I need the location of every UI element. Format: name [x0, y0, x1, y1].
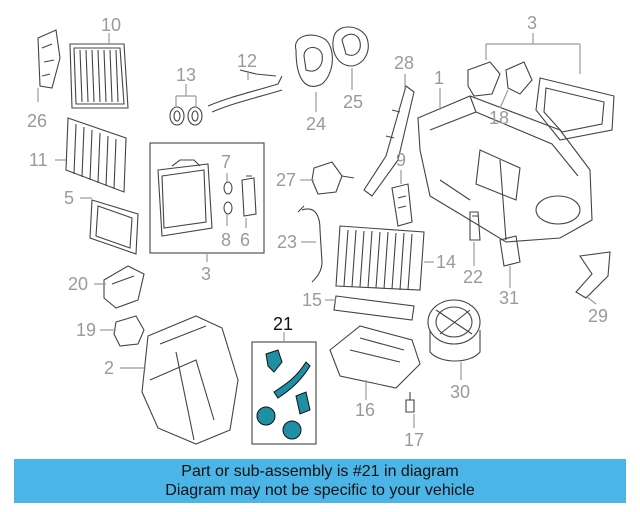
- callout-31: 31: [499, 288, 519, 308]
- callout-2: 2: [104, 358, 114, 378]
- callout-leaders: [37, 33, 597, 428]
- callout-24: 24: [306, 114, 326, 134]
- callout-8: 8: [221, 230, 231, 250]
- callout-23: 23: [277, 232, 297, 252]
- part-10-drawing: [69, 43, 129, 109]
- part-21-gear-b: [282, 420, 302, 440]
- part-12-drawing: [207, 69, 283, 113]
- callout-19: 19: [76, 320, 96, 340]
- callout-22: 22: [463, 267, 483, 287]
- part-21-clip-a: [265, 349, 283, 373]
- part-19-drawing: [113, 315, 145, 347]
- part-21-drawing: [256, 349, 311, 440]
- callout-11: 11: [29, 150, 48, 170]
- callout-1: 1: [434, 68, 444, 88]
- callout-25: 25: [343, 92, 363, 112]
- info-banner: Part or sub-assembly is #21 in diagram D…: [14, 459, 626, 503]
- callout-15: 15: [302, 290, 322, 310]
- part-26-drawing: [37, 29, 61, 89]
- part-21-lever: [273, 361, 311, 399]
- callout-16: 16: [355, 400, 375, 420]
- part-5-drawing: [89, 199, 139, 255]
- part-drawings: [37, 26, 615, 445]
- banner-line-1: Part or sub-assembly is #21 in diagram: [181, 463, 459, 480]
- part-21-gear-a: [256, 406, 276, 426]
- callout-3: 3: [527, 13, 537, 33]
- callout-12: 12: [237, 51, 257, 71]
- part-28-drawing: [363, 85, 415, 197]
- callout-14: 14: [436, 252, 456, 272]
- part-27-drawing: [311, 161, 355, 195]
- part-24-drawing: [295, 34, 333, 87]
- part-16-drawing: [329, 325, 421, 389]
- part-7-drawing: [223, 181, 233, 195]
- part-23-drawing: [297, 205, 323, 283]
- callout-29: 29: [588, 306, 608, 326]
- banner-line-2: Diagram may not be specific to your vehi…: [165, 482, 475, 499]
- callout-27: 27: [276, 170, 296, 190]
- part-8-drawing: [223, 201, 233, 215]
- part-13-drawing: [169, 106, 203, 126]
- part-9-drawing: [391, 183, 413, 227]
- part-17-drawing: [405, 392, 415, 413]
- callout-9: 9: [396, 150, 406, 170]
- part-30-drawing: [427, 299, 481, 362]
- callout-13: 13: [176, 65, 196, 85]
- callout-4: 3: [201, 264, 211, 284]
- part-6-drawing: [241, 175, 257, 217]
- part-14-drawing: [335, 225, 425, 291]
- callout-28: 28: [394, 53, 414, 73]
- callout-7: 7: [221, 152, 231, 172]
- parts-diagram: 10 26 11 5 7 8 6 3 12 13 24 25 28 1 3 18…: [27, 13, 615, 450]
- callout-6: 6: [240, 230, 250, 250]
- part-1-drawing: [417, 95, 593, 243]
- callout-10: 10: [101, 15, 121, 35]
- callout-30: 30: [450, 382, 470, 402]
- part-15-drawing: [333, 295, 415, 321]
- part-21-clip-b: [295, 391, 311, 415]
- part-2-drawing: [141, 315, 239, 445]
- part-22-drawing: [469, 211, 481, 241]
- callout-17: 17: [404, 430, 424, 450]
- part-20-drawing: [103, 265, 145, 309]
- part-3-drawing: [467, 61, 615, 141]
- part-29-drawing: [575, 251, 611, 299]
- callout-20: 20: [68, 274, 88, 294]
- callout-26: 26: [27, 111, 47, 131]
- callout-18: 18: [489, 108, 509, 128]
- callout-numbers: 10 26 11 5 7 8 6 3 12 13 24 25 28 1 3 18…: [27, 13, 608, 450]
- part-31-drawing: [499, 235, 521, 267]
- callout-5: 5: [64, 188, 74, 208]
- part-11-drawing: [65, 117, 127, 193]
- part-25-drawing: [332, 26, 369, 67]
- callout-21-highlighted: 21: [273, 314, 293, 334]
- part-4-drawing: [157, 159, 213, 237]
